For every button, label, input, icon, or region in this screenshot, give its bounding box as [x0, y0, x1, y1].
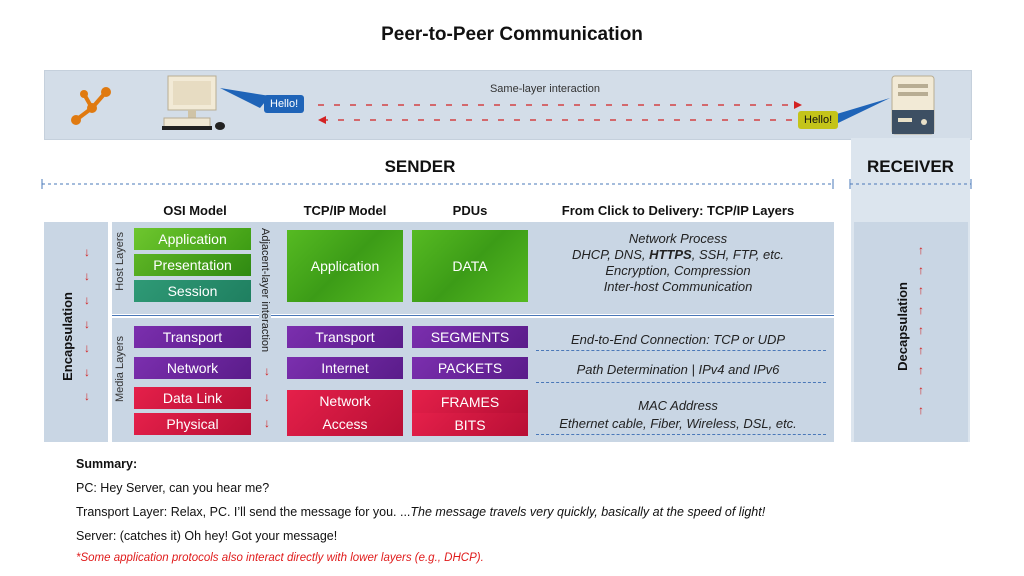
pdus-header: PDUs [452, 203, 488, 218]
transport-divider [536, 350, 826, 351]
pdu-segments: SEGMENTS [412, 326, 528, 348]
host-layers-label: Host Layers [114, 232, 126, 291]
sender-heading: SENDER [384, 157, 456, 176]
click-header: From Click to Delivery: TCP/IP Layers [561, 203, 795, 218]
network-description: Path Determination | IPv4 and IPv6 [576, 362, 780, 377]
summary-heading: Summary: [76, 457, 138, 471]
osi-physical: Physical [134, 413, 251, 435]
tcpip-transport: Transport [287, 326, 403, 348]
section-divider [41, 179, 972, 189]
pdu-frames: FRAMES [412, 390, 528, 413]
app-desc-line4: Inter-host Communication [603, 279, 753, 294]
network-nodes-icon [71, 87, 111, 125]
summary-line2: Transport Layer: Relax, PC. I’ll send th… [76, 505, 766, 519]
https-highlight: HTTPS [649, 247, 692, 262]
app-desc-line1: Network Process [628, 231, 728, 246]
encapsulation-panel [44, 222, 108, 442]
pdu-data: DATA [412, 230, 528, 302]
receiver-heading: RECEIVER [867, 157, 954, 176]
app-desc-line3: Encryption, Compression [605, 263, 751, 278]
decapsulation-label: Decapsulation [895, 282, 910, 371]
receiver-bubble: Hello! [798, 111, 839, 129]
transport-description: End-to-End Connection: TCP or UDP [570, 332, 786, 347]
osi-application: Application [134, 228, 251, 250]
adjacent-label: Adjacent-layer interaction [259, 228, 271, 353]
footnote: *Some application protocols also interac… [76, 552, 484, 564]
tcpip-application: Application [287, 230, 403, 302]
osi-header: OSI Model [163, 203, 227, 218]
encapsulation-arrows: ↓↓↓↓↓↓↓ [84, 245, 90, 403]
osi-transport: Transport [134, 326, 251, 348]
network-divider [536, 382, 826, 383]
link-description-2: Ethernet cable, Fiber, Wireless, DSL, et… [559, 416, 797, 431]
link-divider [536, 434, 826, 435]
osi-network: Network [134, 357, 251, 379]
summary-line1: PC: Hey Server, can you hear me? [76, 481, 270, 495]
tcpip-network-access: Network Access [287, 390, 403, 436]
osi-data-link: Data Link [134, 387, 251, 409]
tcpip-network-access-line1: Network [319, 393, 371, 409]
page-title: Peer-to-Peer Communication [381, 24, 643, 45]
same-layer-arrows [318, 101, 802, 124]
media-layers-label: Media Layers [114, 336, 126, 403]
sender-bubble: Hello! [264, 95, 305, 113]
summary-line3: Server: (catches it) Oh hey! Got your me… [76, 529, 338, 543]
pc-icon [162, 75, 225, 130]
app-desc-line2: DHCP, DNS, HTTPS, SSH, FTP, etc. [572, 247, 784, 262]
encapsulation-label: Encapsulation [60, 292, 75, 381]
banner-label: Same-layer interaction [489, 83, 601, 95]
decapsulation-panel [854, 222, 968, 442]
application-description: Network Process DHCP, DNS, HTTPS, SSH, F… [530, 231, 826, 295]
osi-presentation: Presentation [134, 254, 251, 276]
summary-line2-italic: The message travels very quickly, basica… [410, 505, 766, 519]
pdu-packets: PACKETS [412, 357, 528, 379]
server-icon [891, 75, 935, 135]
layer-separator [112, 315, 834, 316]
tcpip-header: TCP/IP Model [303, 203, 387, 218]
tcpip-internet: Internet [287, 357, 403, 379]
tcpip-network-access-line2: Access [322, 416, 368, 432]
link-description-1: MAC Address [638, 398, 718, 413]
osi-session: Session [134, 280, 251, 302]
speech-tail-right-icon [830, 98, 890, 124]
pdu-bits: BITS [412, 413, 528, 436]
decapsulation-arrows: ↑↑↑↑↑↑↑↑↑ [918, 243, 924, 417]
speech-tail-left-icon [220, 88, 270, 108]
